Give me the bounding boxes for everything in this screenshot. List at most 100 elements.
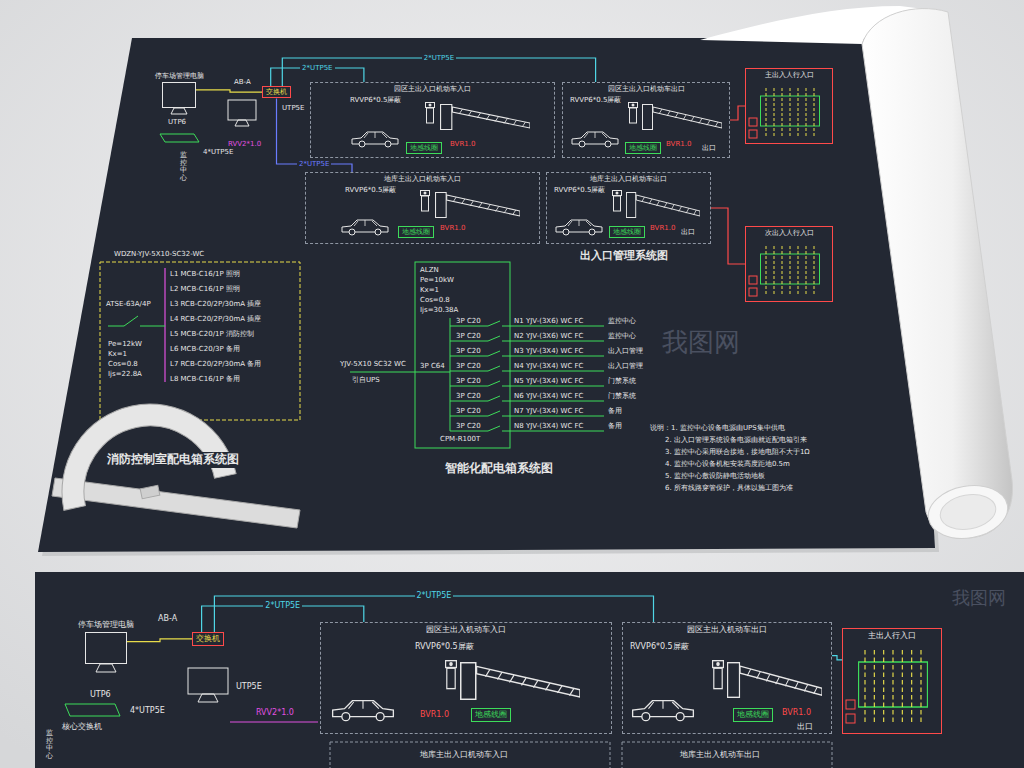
cable-spec: N5 YJV-(3X4) WC FC	[514, 377, 584, 385]
node-text: 地感线圈	[737, 710, 769, 720]
panel-param: ALZN	[420, 266, 439, 274]
node-text: 交换机	[196, 634, 220, 644]
busbar	[164, 268, 165, 382]
cable-spec: RVVP6*0.5屏蔽	[345, 186, 396, 194]
lane-label: 地库主出入口机动车入口	[420, 750, 508, 759]
lane-equipment	[342, 103, 722, 236]
exit-label: 出口	[681, 228, 695, 236]
circuit-load: 门禁系统	[608, 377, 636, 385]
cable-label: 2*UTP5E	[297, 160, 331, 168]
loop-detector-box: 地感线圈	[625, 142, 661, 154]
network-switch	[160, 134, 199, 142]
note-text: 4. 监控中心设备机柜安装高度距地0.5m	[665, 460, 790, 468]
cable-spec: BVR1.0	[440, 224, 465, 232]
room-label: 监控中心	[180, 152, 187, 183]
drawing-sheet	[38, 38, 935, 552]
node-text: 园区主出入机动车入口	[426, 625, 506, 635]
cable-spec: UTP5E	[236, 682, 262, 691]
cable-spec: BVR1.0	[450, 140, 475, 148]
lane-zone: 园区主出入口机动车入口地感线圈	[310, 82, 555, 158]
reader-box	[749, 118, 757, 126]
breaker-spec: 3P C20	[456, 317, 481, 325]
feeder-line	[350, 372, 450, 373]
barrier-gate	[626, 193, 700, 218]
cable-spec: N4 YJV-(3X4) WC FC	[514, 362, 584, 370]
panel-outline	[415, 262, 510, 448]
turnstile-art	[846, 650, 927, 723]
turnstile	[761, 246, 820, 294]
note-text: 5. 监控中心敷设防静电活动地板	[665, 472, 765, 480]
monitor-stand	[171, 108, 187, 114]
cable-spec: UTP6	[90, 690, 111, 699]
lane-zone: 园区主出入机动车出口地感线圈	[622, 622, 832, 734]
car	[352, 132, 398, 147]
cable-spec: 引自UPS	[352, 376, 380, 384]
computer-monitor: 停车场管理电脑	[162, 82, 196, 108]
circuit-load: 备用	[608, 422, 622, 430]
cable-connector	[730, 106, 745, 120]
watermark: 我图网	[952, 588, 1006, 609]
breaker-symbol	[108, 316, 165, 326]
camera-pole	[629, 103, 638, 124]
cable-spec: RVV2*1.0	[256, 708, 294, 717]
lane-zone: 园区主出入机动车入口地感线圈	[320, 622, 612, 734]
reader-box	[749, 288, 757, 296]
cable-spec: RVVP6*0.5屏蔽	[630, 642, 689, 651]
panel-param: Ijs=22.8A	[108, 370, 142, 378]
branch-circuits	[450, 321, 604, 431]
cable-connector	[832, 656, 842, 660]
cable-spec: RVV2*1.0	[228, 140, 261, 148]
cable-spec: YJV-5X10 SC32 WC	[340, 360, 406, 368]
breaker-spec: 3P C20	[456, 377, 481, 385]
room-label: 监控中心	[46, 730, 53, 761]
turnstile	[859, 650, 928, 722]
note-text: 说明：1. 监控中心设备电源由UPS集中供电	[650, 424, 785, 432]
cable-spec: BVR1.0	[650, 224, 675, 232]
pedestrian-gate-zone: 主出人行入口	[842, 628, 942, 734]
cable-spec: RVVP6*0.5屏蔽	[350, 96, 401, 104]
camera-pole	[446, 661, 457, 689]
circuit-row: L5 MCB-C20/1P 消防控制	[170, 330, 254, 338]
turnstile	[761, 88, 820, 136]
loop-detector-box: 地感线圈	[471, 708, 511, 722]
pedestrian-gate-zone: 主出入人行入口	[745, 68, 833, 144]
breaker-spec: 3P C20	[456, 362, 481, 370]
cable-connector	[711, 208, 745, 264]
circuit-load: 监控中心	[608, 317, 636, 325]
cable-spec: 4*UTP5E	[130, 706, 165, 715]
switch-box: 交换机	[192, 632, 224, 646]
loop-detector-box: 地感线圈	[398, 226, 434, 238]
cable-spec: BVR1.0	[666, 140, 691, 148]
device-label: 核心交换机	[62, 722, 102, 731]
monitor-stand	[198, 694, 218, 702]
cable-spec: N2 YJV-(3X6) WC FC	[514, 332, 584, 340]
control-room-art	[65, 664, 318, 722]
circuit-row: L2 MCB-C16/1P 照明	[170, 285, 240, 293]
roll-end	[924, 479, 1012, 544]
device-tag: CPM-R100T	[440, 435, 480, 443]
exit-label: 出口	[702, 144, 716, 152]
loop-detector-box: 地感线圈	[406, 142, 442, 154]
breaker-spec: 3P C20	[456, 422, 481, 430]
drawing-title: 消防控制室配电箱系统图	[104, 452, 242, 468]
cable-spec: BVR1.0	[420, 710, 449, 719]
node-text: 次出入人行入口	[765, 229, 814, 237]
cable-label: 2*UTP5E	[422, 54, 456, 62]
circuit-row: L3 RCB-C20/2P/30mA 插座	[170, 300, 261, 308]
watermark: 我图网	[662, 328, 740, 358]
busbar	[450, 318, 451, 431]
switch-box: 交换机	[262, 86, 291, 98]
node-text: 停车场管理电脑	[155, 72, 204, 80]
node-text: 园区主出入口机动车入口	[394, 85, 471, 93]
barrier-gate	[643, 105, 723, 130]
car	[633, 701, 694, 721]
reader-box	[846, 714, 855, 723]
node-text: 地库主出入口机动车出口	[590, 175, 667, 183]
node-text: 地感线圈	[613, 228, 641, 236]
camera-pole	[426, 103, 435, 124]
cable-spec: UTP5E	[282, 104, 305, 112]
protractor-arm	[52, 478, 300, 528]
cable-spec: UTP6	[168, 118, 186, 126]
